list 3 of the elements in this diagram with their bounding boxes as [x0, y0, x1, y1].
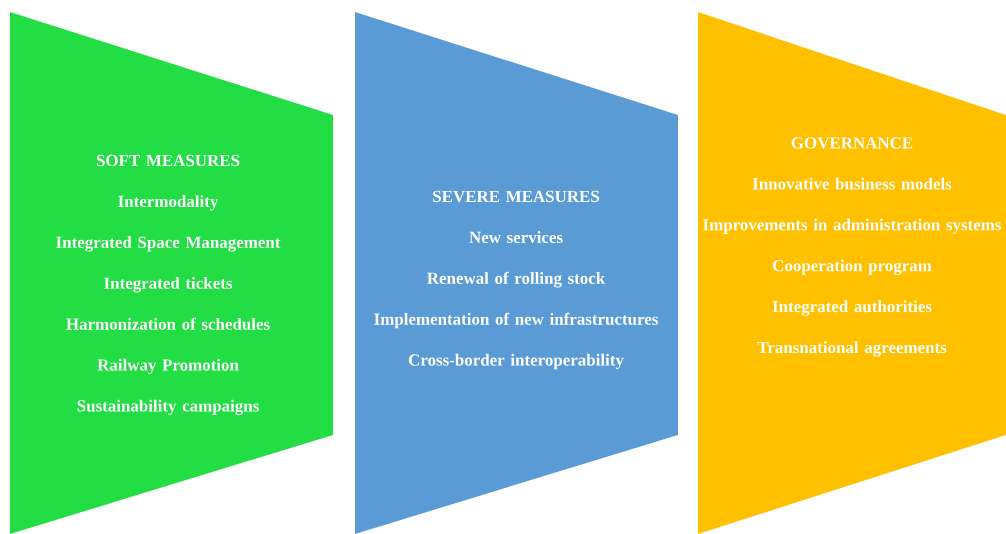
chevron-panel: GOVERNANCE Innovative business models Improvements in administration systems Cooperation program Integrated authorities Transnational agreements [698, 12, 1006, 534]
chevron-panel: SOFT MEASURES Intermodality Integrated Space Management Integrated tickets Harmonization of schedules Railway Promotion Sustainability campaigns [10, 12, 333, 534]
chevron-panel: SEVERE MEASURES New services Renewal of rolling stock Implementation of new infrastructures Cross-border interoperability [355, 12, 678, 534]
